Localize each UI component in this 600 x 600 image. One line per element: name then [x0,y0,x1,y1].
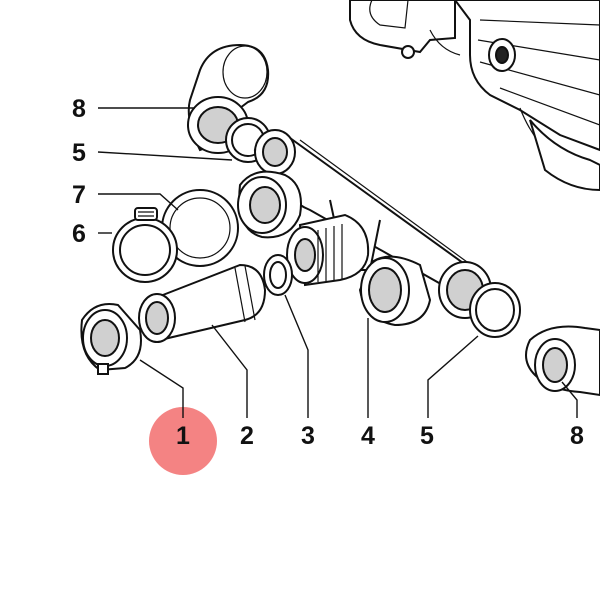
leader-5-bottom [427,335,479,418]
callout-6: 6 [72,220,86,248]
leader-5-top [97,151,233,161]
hose-clamp [112,207,178,283]
highlight-marker [149,407,217,475]
leader-8-right [561,381,578,418]
elbow-fitting-right [525,325,600,397]
callout-5-top: 5 [72,139,86,167]
callout-8-right: 8 [570,422,584,450]
end-cap [161,189,239,267]
callout-8-top: 8 [72,95,86,123]
leader-3 [284,294,309,418]
callout-1: 1 [176,422,190,450]
seal-ring [263,254,293,296]
leader-1 [139,359,184,418]
elbow-fitting [358,255,432,327]
callout-5-bottom: 5 [420,422,434,450]
threaded-nipple [286,213,370,287]
callout-3: 3 [301,422,315,450]
pipe-sleeve [138,263,267,343]
callout-2: 2 [240,422,254,450]
o-ring-lower [469,282,521,338]
union-nut [80,303,142,375]
pump-body [349,0,600,192]
pipe-socket [237,170,302,239]
leader-lines [97,107,578,418]
leader-7 [98,193,179,211]
callout-4: 4 [361,422,375,450]
leader-2 [211,324,248,418]
callout-labels: 8 5 7 6 1 2 3 4 5 8 [72,95,584,450]
callout-7: 7 [72,181,86,209]
